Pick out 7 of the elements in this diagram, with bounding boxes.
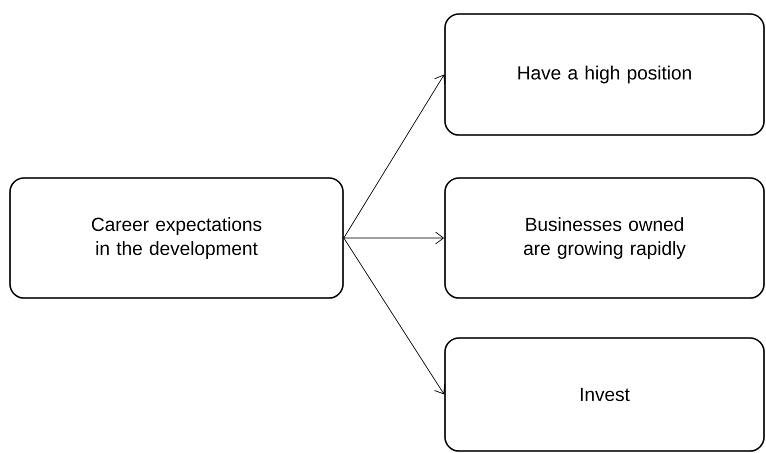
arrow — [343, 74, 446, 238]
rounded-box: Invest — [444, 337, 765, 452]
arrow — [343, 232, 444, 244]
arrow — [343, 238, 445, 394]
rounded-box: Have a high position — [444, 13, 765, 136]
rounded-box: Career expectations in the development — [9, 177, 344, 299]
rounded-box: Businesses owned are growing rapidly — [444, 177, 765, 299]
